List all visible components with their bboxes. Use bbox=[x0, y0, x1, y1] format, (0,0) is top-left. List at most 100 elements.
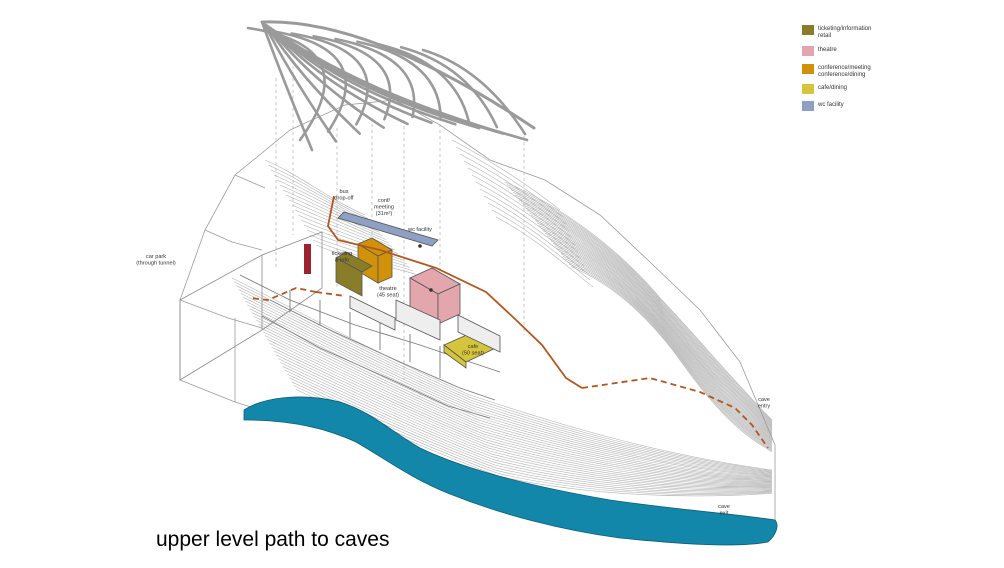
legend-label-line: retail bbox=[818, 33, 831, 39]
legend-swatch bbox=[802, 101, 814, 111]
contour-line bbox=[251, 312, 773, 478]
contour-line bbox=[530, 215, 773, 433]
path-dashed-lower bbox=[315, 291, 346, 297]
contour-line bbox=[524, 207, 773, 430]
contour-line bbox=[566, 261, 773, 451]
legend-label-line: wc facility bbox=[817, 102, 844, 108]
red-pillar-icon bbox=[304, 244, 311, 274]
contour-line bbox=[542, 230, 773, 439]
label-theatre: theatre(45 seat) bbox=[377, 286, 399, 299]
contour-line bbox=[526, 209, 773, 431]
legend-label-line: conference/dining bbox=[818, 72, 865, 78]
car-park-structure bbox=[179, 231, 323, 381]
contour-line bbox=[240, 293, 773, 474]
label-line: car park bbox=[146, 254, 166, 260]
contour-line bbox=[264, 335, 773, 483]
contour-line bbox=[570, 266, 773, 452]
contour-line bbox=[258, 323, 773, 480]
contour-line bbox=[253, 316, 773, 479]
contour-line bbox=[249, 308, 773, 477]
water-channel-icon bbox=[243, 396, 778, 546]
contour-line bbox=[554, 245, 773, 445]
legend-item: wc facility bbox=[802, 101, 844, 111]
contour-line bbox=[536, 222, 773, 436]
contour-line bbox=[487, 202, 588, 274]
terraces bbox=[239, 274, 501, 419]
contour-line bbox=[556, 248, 773, 446]
legend-item: theatre bbox=[802, 46, 837, 56]
contour-line bbox=[459, 153, 567, 225]
legend-label: wc facility bbox=[817, 102, 844, 108]
contour-line bbox=[245, 300, 773, 476]
wc-facility-block bbox=[337, 211, 439, 247]
contour-line bbox=[455, 146, 564, 218]
contour-line bbox=[504, 181, 773, 421]
contour-line bbox=[285, 194, 387, 240]
legend-label: theatre bbox=[818, 47, 837, 53]
label-conference-meeting: conf/meeting(31m²) bbox=[374, 198, 394, 217]
caption: upper level path to caves bbox=[156, 528, 390, 551]
contour-line bbox=[286, 373, 773, 492]
roof-rib bbox=[421, 48, 527, 136]
contour-line bbox=[514, 194, 773, 426]
contour-line bbox=[471, 174, 576, 246]
ticketing-block bbox=[335, 251, 373, 297]
contour-line bbox=[291, 204, 393, 247]
contour-line bbox=[522, 204, 773, 429]
contour-line bbox=[508, 186, 773, 423]
contour-line bbox=[273, 350, 773, 486]
contour-line bbox=[236, 285, 773, 472]
label-ticketing-info: ticketing& info bbox=[332, 251, 353, 264]
legend-label: cafe/dining bbox=[818, 85, 847, 91]
contour-line bbox=[467, 167, 573, 239]
contour-line bbox=[264, 159, 366, 216]
theatre-block bbox=[409, 267, 461, 325]
contour-line bbox=[256, 319, 773, 480]
label-line: (50 seat) bbox=[462, 351, 484, 357]
roof-rib bbox=[265, 23, 362, 135]
label-line: ticketing bbox=[332, 251, 353, 257]
legend-label-line: ticketing/information bbox=[818, 26, 871, 32]
label-line: & info bbox=[335, 258, 349, 264]
contour-line bbox=[564, 258, 773, 450]
grey-structures bbox=[349, 295, 501, 353]
roof-rib bbox=[262, 22, 338, 143]
contour-line bbox=[267, 164, 369, 219]
label-line: (31m²) bbox=[376, 211, 393, 217]
label-cafe: cafe(50 seat) bbox=[462, 344, 484, 357]
contour-line bbox=[238, 289, 773, 473]
path-solid bbox=[327, 195, 583, 389]
label-line: cave bbox=[718, 504, 730, 510]
contour-line bbox=[516, 197, 773, 426]
buildings bbox=[304, 211, 501, 369]
roof-rib bbox=[260, 20, 536, 130]
contour-line bbox=[568, 263, 773, 451]
contour-line bbox=[260, 327, 773, 481]
contour-line bbox=[275, 354, 773, 487]
contour-line bbox=[451, 139, 561, 211]
contour-line bbox=[262, 331, 773, 482]
contour-line bbox=[512, 191, 773, 425]
roof-rib bbox=[280, 34, 529, 142]
label-line: bus bbox=[339, 189, 348, 195]
legend-label-line: theatre bbox=[818, 47, 837, 53]
label-line: cafe bbox=[468, 344, 479, 350]
contour-line bbox=[479, 188, 582, 260]
roof-rib bbox=[246, 26, 326, 142]
legend-swatch bbox=[802, 84, 814, 94]
legend-label-line: cafe/dining bbox=[818, 85, 847, 91]
contour-line bbox=[560, 253, 773, 448]
upper-level-path bbox=[249, 195, 769, 449]
legend-swatch bbox=[802, 25, 814, 35]
path-dashed-west bbox=[249, 287, 317, 301]
contour-line bbox=[495, 216, 594, 288]
contour-line bbox=[463, 160, 570, 232]
contour-line bbox=[532, 217, 773, 434]
legend-item: cafe/dining bbox=[802, 84, 847, 94]
label-car-park: car park(through tunnel) bbox=[136, 254, 176, 267]
